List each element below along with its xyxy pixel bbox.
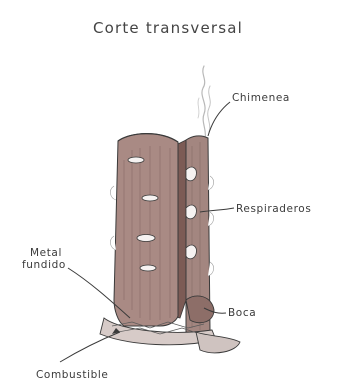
label-metal-fundido-line2: fundido [22,259,66,271]
label-respiraderos: Respiraderos [236,203,311,215]
label-chimenea: Chimenea [232,92,290,104]
leader-chimenea [208,102,230,136]
furnace-cross-section [100,134,240,353]
furnace-front-body [114,134,178,326]
label-metal-fundido-line1: Metal [30,247,62,259]
label-combustible: Combustible [36,369,108,381]
diagram-title: Corte transversal [93,19,243,37]
pouring-spout [196,332,240,353]
label-boca: Boca [228,307,256,319]
smoke-wisps [198,66,210,138]
